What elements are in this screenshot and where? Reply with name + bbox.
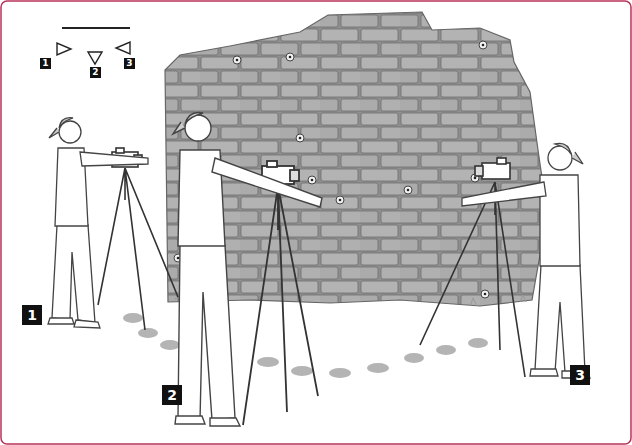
person-2-part bbox=[173, 112, 203, 134]
inset-plan-part bbox=[62, 27, 130, 29]
inset-callout-number: 2 bbox=[90, 67, 101, 78]
footsteps-part bbox=[329, 368, 351, 378]
target-dots-part bbox=[482, 44, 485, 47]
person-1-part bbox=[59, 121, 81, 143]
inset-plan bbox=[57, 28, 130, 64]
footsteps-part bbox=[160, 340, 180, 350]
footsteps-part bbox=[257, 357, 279, 367]
target-dots-part bbox=[177, 257, 180, 260]
target-markers-part bbox=[286, 53, 294, 61]
footsteps-part bbox=[123, 313, 143, 323]
person-1 bbox=[48, 118, 148, 328]
person-2-part bbox=[175, 416, 240, 426]
person-3 bbox=[462, 143, 590, 378]
tripod-1-part bbox=[98, 168, 178, 330]
inset-plan-part bbox=[116, 42, 130, 54]
target-dots-part bbox=[311, 179, 314, 182]
target-dots-part bbox=[407, 189, 410, 192]
person-1-part bbox=[49, 118, 73, 138]
target-markers-part bbox=[296, 134, 304, 142]
person-1-part bbox=[52, 225, 95, 323]
footsteps bbox=[123, 313, 488, 378]
person-2 bbox=[173, 112, 322, 426]
inset-plan-part bbox=[88, 52, 102, 64]
person-2-part bbox=[212, 158, 322, 207]
footsteps-part bbox=[291, 366, 313, 376]
tripod-2-part bbox=[290, 170, 299, 181]
target-markers-part bbox=[481, 290, 489, 298]
tripod-3-part bbox=[482, 163, 510, 179]
target-dots-part bbox=[474, 177, 477, 180]
callout-text: 3 bbox=[126, 59, 132, 68]
tripod-2-part bbox=[267, 161, 277, 167]
footsteps-part bbox=[367, 363, 389, 373]
target-dots-part bbox=[236, 59, 239, 62]
person-1-part bbox=[80, 152, 148, 166]
footsteps-part bbox=[468, 338, 488, 348]
callout-number: 2 bbox=[162, 385, 182, 405]
tripod-1-part bbox=[116, 148, 124, 153]
footsteps-part bbox=[436, 345, 456, 355]
inset-plan-part bbox=[57, 43, 71, 55]
target-dots-part bbox=[339, 199, 342, 202]
callout-number: 1 bbox=[22, 305, 42, 325]
callout-text: 1 bbox=[27, 308, 37, 322]
tripod-2-part bbox=[243, 186, 318, 425]
inset-callout-number: 3 bbox=[124, 58, 135, 69]
footsteps-part bbox=[138, 328, 158, 338]
tripod-1 bbox=[98, 148, 178, 330]
callout-text: 2 bbox=[92, 68, 98, 77]
person-1-part bbox=[48, 318, 100, 328]
target-markers-part bbox=[479, 41, 487, 49]
callout-text: 2 bbox=[167, 388, 177, 402]
person-3-part bbox=[462, 182, 546, 206]
callout-number: 3 bbox=[570, 365, 590, 385]
tripod-3-part bbox=[420, 182, 525, 377]
inset-callout-number: 1 bbox=[40, 58, 51, 69]
target-markers-part bbox=[233, 56, 241, 64]
target-markers-part bbox=[308, 176, 316, 184]
callout-text: 1 bbox=[42, 59, 48, 68]
person-3-part bbox=[555, 143, 583, 164]
footsteps-part bbox=[404, 353, 424, 363]
callout-text: 3 bbox=[575, 368, 585, 382]
person-2-part bbox=[178, 245, 235, 420]
person-3-part bbox=[535, 265, 585, 372]
target-dots-part bbox=[289, 56, 292, 59]
tripod-3-part bbox=[475, 166, 483, 176]
person-3-part bbox=[540, 175, 580, 266]
target-dots-part bbox=[299, 137, 302, 140]
target-markers-part bbox=[404, 186, 412, 194]
tripod-3-part bbox=[497, 158, 506, 164]
target-dots-part bbox=[484, 293, 487, 296]
target-markers-part bbox=[336, 196, 344, 204]
